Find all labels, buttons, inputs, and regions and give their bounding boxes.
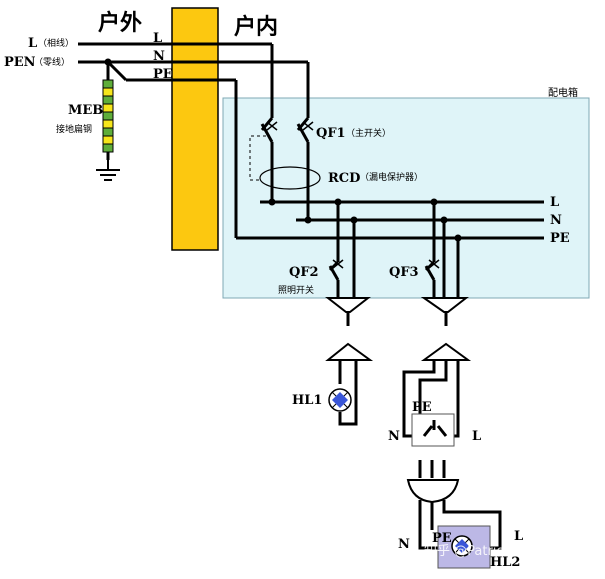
bus-junction	[268, 198, 276, 206]
socket-l-label: L	[472, 429, 481, 444]
incoming-pen-note: （零线）	[34, 56, 70, 68]
hl2-wire-l	[442, 500, 502, 550]
wire-l-label: L	[153, 31, 162, 46]
rcd-label: RCD	[328, 171, 360, 186]
socket-n-label: N	[388, 429, 400, 444]
hl2-wire-n	[418, 500, 444, 550]
bus-junction	[304, 216, 312, 224]
lamp-hl2-icon	[451, 535, 473, 557]
qf3-switch	[424, 259, 440, 281]
wall-column	[171, 7, 219, 251]
outdoor-label: 户外	[98, 10, 142, 36]
connector-qf3-icon	[420, 297, 469, 326]
wire-pen-split	[106, 60, 128, 82]
lamp-n-label: N	[398, 537, 410, 552]
bus-l-label: L	[550, 195, 559, 210]
connector-qf2-icon	[325, 297, 371, 326]
incoming-l-note: （相线）	[38, 37, 74, 49]
meb-bar	[102, 79, 114, 153]
lamp-l-label: L	[514, 529, 523, 544]
rcd-note: （漏电保护器）	[360, 171, 423, 183]
plug-icon	[406, 460, 460, 504]
receptacle-qf3-icon	[420, 342, 472, 361]
meb-label: MEB	[68, 103, 103, 118]
watermark: 知乎 @Patrick Zhang	[424, 543, 557, 559]
socket-wire-pe	[418, 360, 448, 414]
qf2-label: QF2	[289, 265, 319, 280]
distribution-box	[222, 97, 590, 299]
socket-pe-label: PE	[412, 400, 432, 415]
wire-pe-label: PE	[153, 67, 173, 82]
bus-pe-label: PE	[550, 231, 570, 246]
lamp-hl1-icon	[328, 388, 352, 412]
indoor-label: 户内	[234, 14, 278, 40]
qf1-note: （主开关）	[346, 127, 391, 139]
incoming-l-label: L	[28, 36, 37, 51]
bus-n-label: N	[550, 213, 562, 228]
socket-wire-n	[402, 360, 436, 438]
meb-note: 接地扁钢	[56, 123, 92, 135]
qf2-note: 照明开关	[278, 284, 314, 296]
ground-symbol-icon	[96, 160, 120, 181]
box-title: 配电箱	[548, 86, 578, 99]
socket-contacts-icon	[422, 420, 448, 437]
qf1-dashed-link	[249, 135, 266, 181]
incoming-pen-label: PEN	[4, 55, 36, 70]
qf2-switch	[328, 259, 344, 281]
qf1-label: QF1	[316, 126, 346, 141]
qf1-switch	[260, 117, 314, 143]
hl2-label: HL2	[490, 555, 520, 570]
hl1-label: HL1	[292, 393, 322, 408]
qf3-label: QF3	[389, 265, 419, 280]
rcd-ellipse	[259, 166, 321, 190]
lamp-pe-label: PE	[432, 531, 452, 546]
receptacle-hl1-icon	[325, 342, 374, 361]
hl1-wire-n	[338, 360, 358, 426]
wire-n-label: N	[153, 49, 165, 64]
